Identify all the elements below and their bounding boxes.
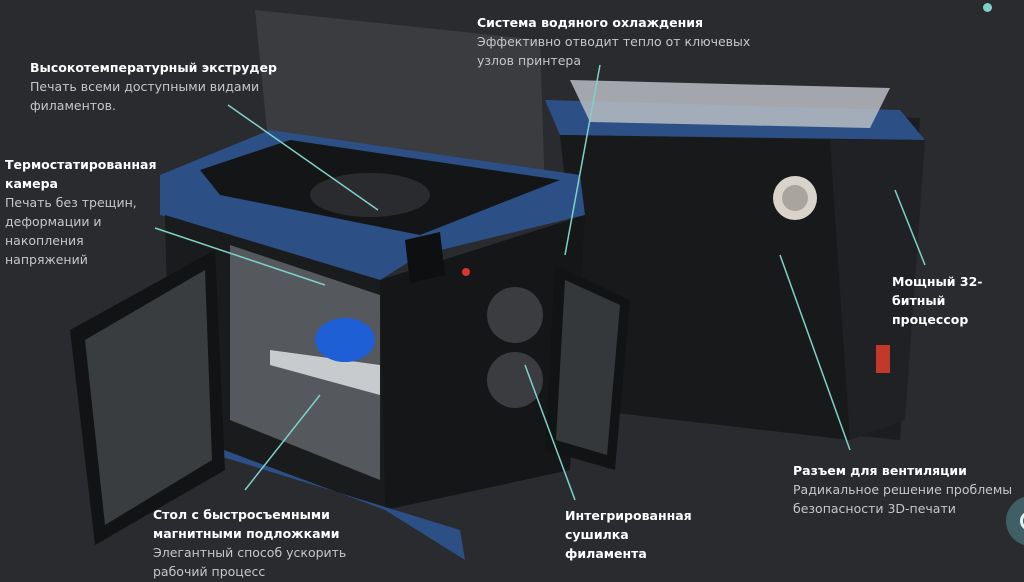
printer-front-view: [70, 10, 630, 560]
callout-desc: Печать всеми доступными видами: [30, 79, 260, 94]
leader-line-extruder: [227, 104, 379, 211]
callout-table: Стол с быстросъемными магнитными подложк…: [153, 505, 346, 581]
chat-button[interactable]: [1006, 496, 1024, 546]
callout-processor: Мощный 32- битный процессор: [892, 272, 1024, 329]
decorative-dot: [983, 3, 992, 12]
callout-leader-lines: [154, 64, 926, 501]
callout-dryer: Интегрированная сушилка филамента: [565, 506, 692, 563]
callout-title: Термостатированная: [5, 157, 157, 172]
callout-desc: накопления: [5, 233, 84, 248]
callout-title: Высокотемпературный экструдер: [30, 60, 277, 75]
leader-line-cooling: [564, 64, 601, 256]
callout-title: филамента: [565, 546, 647, 561]
callout-title: Разъем для вентиляции: [793, 463, 967, 478]
callout-desc: деформации и: [5, 214, 102, 229]
callout-title: битный процессор: [892, 293, 969, 327]
leader-line-dryer: [524, 364, 576, 501]
callout-desc: Эффективно отводит тепло от ключевых: [477, 34, 751, 49]
callout-extruder: Высокотемпературный экструдер Печать все…: [30, 58, 277, 115]
callout-title: магнитными подложками: [153, 526, 340, 541]
callout-desc: напряжений: [5, 252, 88, 267]
callout-title: Система водяного охлаждения: [477, 15, 704, 30]
callout-desc: узлов принтера: [477, 53, 581, 68]
callout-cooling: Система водяного охлаждения Эффективно о…: [477, 13, 750, 70]
callout-desc: Радикальное решение проблемы: [793, 482, 1013, 497]
callout-title: камера: [5, 176, 58, 191]
callout-desc: Печать без трещин,: [5, 195, 137, 210]
callout-desc: безопасности 3D-печати: [793, 501, 956, 516]
callout-ventilation: Разъем для вентиляции Радикальное решени…: [793, 461, 1012, 518]
printer-rear-view: [545, 80, 925, 440]
callout-desc: Элегантный способ ускорить: [153, 545, 347, 560]
callout-title: Мощный 32-: [892, 274, 983, 289]
leader-line-processor: [894, 189, 926, 266]
leader-line-ventilation: [779, 254, 851, 451]
callout-title: Интегрированная: [565, 508, 692, 523]
callout-title: Стол с быстросъемными: [153, 507, 330, 522]
leader-line-chamber: [154, 227, 326, 286]
callout-desc: рабочий процесс: [153, 564, 266, 579]
leader-line-table: [244, 394, 321, 491]
callout-desc: филаментов.: [30, 98, 117, 113]
callout-title: сушилка: [565, 527, 629, 542]
callout-chamber: Термостатированная камера Печать без тре…: [5, 155, 156, 269]
